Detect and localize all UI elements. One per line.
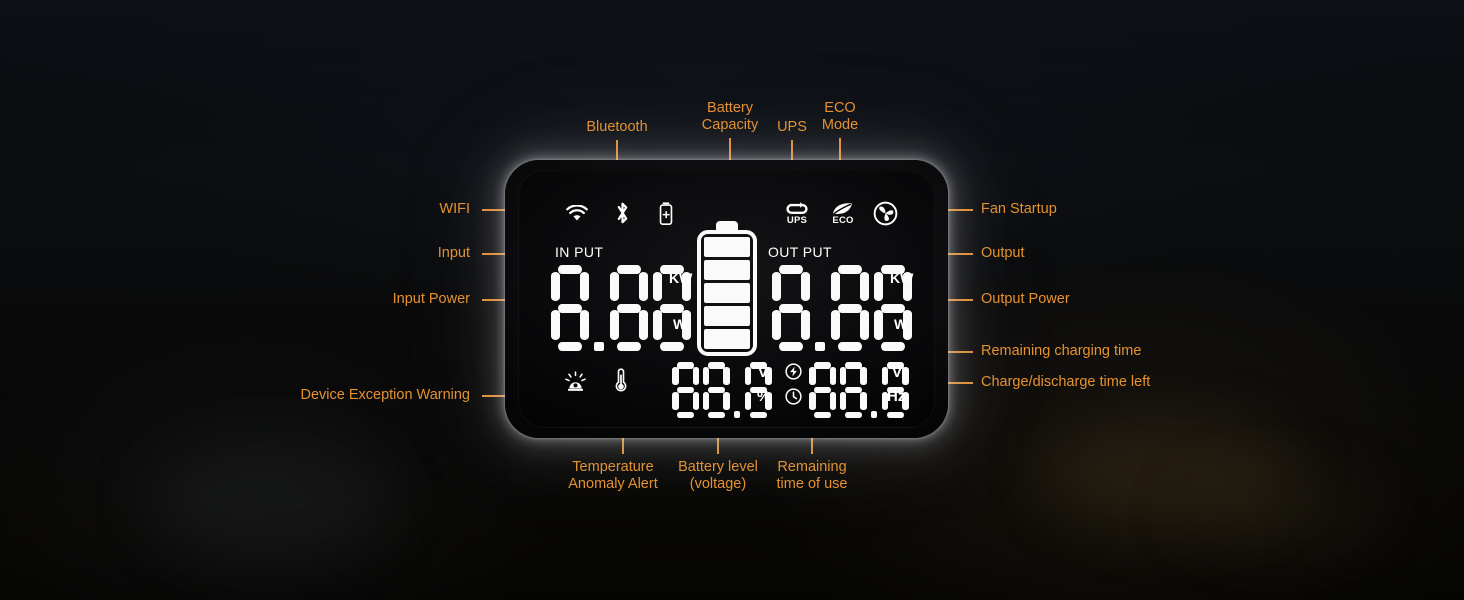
background-gradient-foot [0, 520, 1464, 600]
output-value-display [772, 265, 918, 351]
voltage-unit-v: V [758, 364, 769, 381]
background-shadow-blur [150, 440, 390, 560]
callout-remaining-time-line2: time of use [776, 476, 848, 492]
callout-ups-label: UPS [777, 119, 807, 135]
lcd-status-icon-row: UPS ECO [505, 196, 948, 230]
callout-input-power-label: Input Power [392, 291, 470, 307]
callout-device-exception-label: Device Exception Warning [300, 387, 470, 403]
clock-icon[interactable] [785, 388, 802, 410]
alarm-light-icon[interactable] [565, 371, 586, 397]
battery-segment [704, 283, 750, 303]
battery-segment [704, 237, 750, 257]
output-unit-w: W [894, 316, 908, 332]
callout-bluetooth-label: Bluetooth [586, 119, 648, 135]
input-value-display [551, 265, 697, 351]
thermometer-icon[interactable] [614, 368, 628, 398]
battery-charge-icon[interactable] [649, 196, 683, 230]
battery-segment [704, 260, 750, 280]
input-heading: IN PUT [555, 244, 604, 260]
time-unit-v: V [892, 364, 903, 381]
background-gradient-bottom [0, 430, 1464, 600]
callout-wifi-label: WIFI [439, 201, 470, 217]
battery-capacity-gauge [697, 221, 757, 356]
lcd-panel: UPS ECO IN PUT [505, 160, 948, 438]
battery-segment [704, 329, 750, 349]
callout-eco-mode-line2: Mode [821, 117, 859, 133]
ups-icon[interactable]: UPS [777, 196, 817, 230]
charging-bolt-icon[interactable] [785, 363, 802, 385]
battery-voltage-display [672, 362, 776, 418]
callout-input-label: Input [437, 245, 470, 261]
time-unit-hz: Hz [887, 388, 906, 405]
callout-battery-capacity-line2: Capacity [701, 117, 759, 133]
background-warm-blur [1180, 470, 1380, 550]
battery-terminal [716, 221, 738, 232]
callout-temperature-anomaly-line2: Anomaly Alert [568, 476, 658, 492]
background-gradient-top [0, 0, 1464, 110]
time-left-display [809, 362, 913, 418]
background-light-blur [1040, 420, 1300, 530]
wifi-icon[interactable] [559, 196, 595, 230]
battery-segments [704, 237, 750, 349]
callout-remaining-charging-time-label: Remaining charging time [981, 343, 1142, 359]
callout-temperature-anomaly-line1: Temperature [572, 459, 654, 475]
input-unit-w: W [673, 316, 687, 332]
callout-battery-level-line1: Battery level [678, 459, 758, 475]
callout-remaining-time-line1: Remaining [777, 459, 847, 475]
fan-icon[interactable] [867, 196, 903, 230]
callout-output-label: Output [981, 245, 1025, 261]
battery-segment [704, 306, 750, 326]
callout-battery-level-line2: (voltage) [689, 476, 747, 492]
output-heading: OUT PUT [768, 244, 832, 260]
input-unit-kw: KW [669, 270, 693, 286]
callout-output-power-label: Output Power [981, 291, 1070, 307]
eco-icon[interactable]: ECO [823, 196, 863, 230]
callout-eco-mode-line1: ECO [824, 100, 856, 116]
output-unit-kw: KW [890, 270, 914, 286]
bluetooth-icon[interactable] [605, 196, 639, 230]
eco-icon-text: ECO [832, 215, 854, 226]
voltage-unit-percent: % [757, 388, 771, 405]
callout-battery-capacity-line1: Battery [707, 100, 753, 116]
callout-charge-discharge-time-label: Charge/discharge time left [981, 374, 1151, 390]
ups-icon-text: UPS [786, 215, 808, 226]
battery-body [697, 230, 757, 356]
callout-fan-startup-label: Fan Startup [981, 201, 1057, 217]
